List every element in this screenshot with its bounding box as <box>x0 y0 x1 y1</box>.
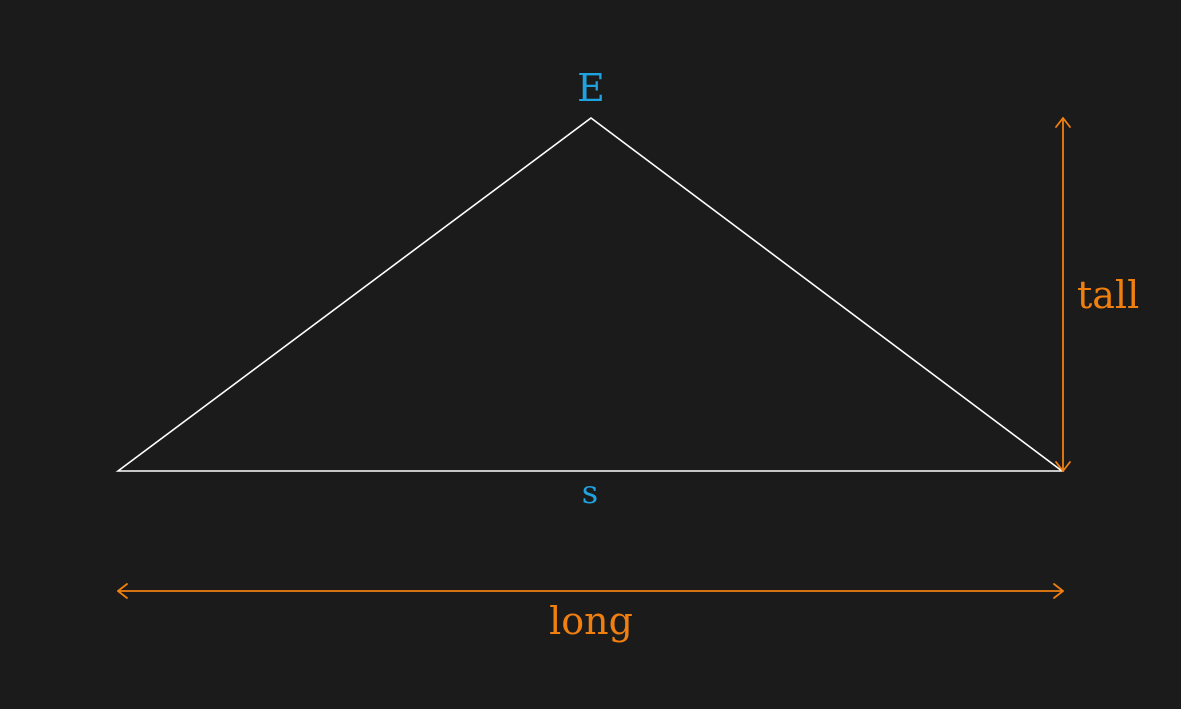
vertex-top-label: E <box>577 66 605 110</box>
arrowhead-right-icon <box>1053 583 1064 599</box>
width-dimension-arrow <box>117 583 1064 599</box>
arrowhead-up-icon <box>1055 117 1071 128</box>
arrowhead-down-icon <box>1055 461 1071 472</box>
height-label: tall <box>1077 273 1139 317</box>
base-label: s <box>582 473 598 511</box>
height-dimension-arrow <box>1055 117 1071 472</box>
arrowhead-left-icon <box>117 583 128 599</box>
width-label: long <box>549 599 633 643</box>
triangle-shape <box>115 117 1065 472</box>
